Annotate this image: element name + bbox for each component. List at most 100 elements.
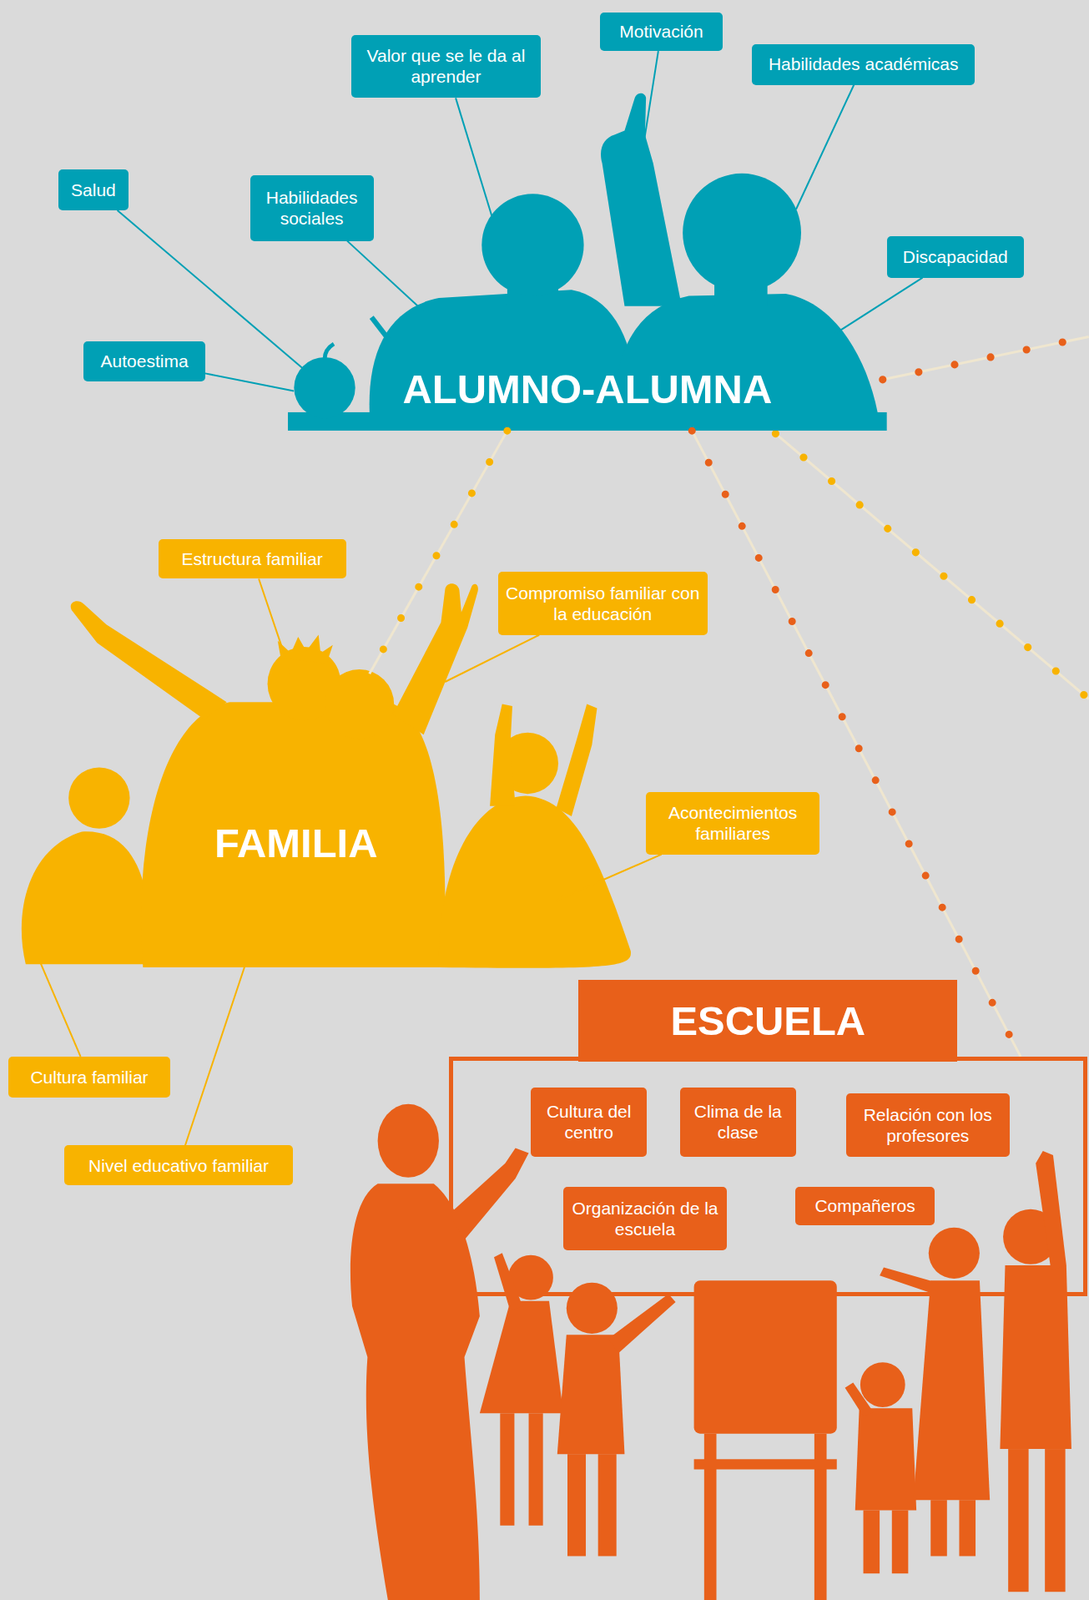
child-head [566,1282,618,1334]
factor-box: Organización de la escuela [563,1186,727,1251]
factor-box: Cultura familiar [8,1056,171,1098]
dotted-connector [369,430,508,674]
child-body [557,1334,626,1454]
raised-arm [600,93,682,307]
dotted-line-base [775,433,1089,700]
student-head [481,193,584,296]
teacher-body [350,1183,480,1600]
child-leg [892,1509,909,1573]
raised-arm [556,704,598,817]
school-frame: ESCUELACultura del centroClima de la cla… [448,1056,1087,1296]
factor-box: Acontecimientos familiares [645,791,820,855]
group-heading: ALUMNO-ALUMNA [402,365,772,413]
factor-box: Autoestima [83,341,206,383]
factor-label: Organización de la escuela [570,1197,720,1240]
child-dress [912,1280,990,1500]
dotted-connector [691,430,1021,1057]
student-head [682,173,802,293]
leader-line [834,277,923,334]
leader-line [185,965,246,1145]
child-body [855,1407,917,1510]
family-group: FAMILIA [152,812,439,874]
student-group: ALUMNO-ALUMNA [287,365,888,431]
leader-line-path [444,635,540,682]
school-silhouette [350,1104,1072,1600]
leader-line [258,578,291,674]
factor-label: Relación con los profesores [853,1104,1003,1146]
dotted-line [775,433,1089,700]
factor-box: Discapacidad [887,236,1024,278]
child-leg [567,1453,586,1556]
leader-line-path [643,50,659,148]
teacher-arm [448,1147,529,1240]
pencil [371,317,389,340]
easel-board [694,1280,837,1433]
easel-tray [694,1458,837,1469]
factor-box: Motivación [599,12,723,51]
raised-arm [489,704,516,807]
child-leg [1008,1448,1029,1592]
factor-box: Nivel educativo familiar [64,1144,293,1185]
leader-line-path [185,965,246,1145]
child-leg [863,1509,881,1573]
child-head [860,1361,906,1407]
group-heading: FAMILIA [214,812,379,874]
leader-line-path [455,97,492,217]
factor-box: Compañeros [795,1186,936,1225]
child-leg [1044,1448,1065,1592]
child-leg [499,1412,515,1525]
child-arm [608,1293,676,1353]
factor-box: Valor que se le da al aprender [351,35,541,99]
leader-line [556,854,662,901]
child-leg [958,1499,976,1556]
teacher-head [378,1104,439,1178]
factor-label: Autoestima [100,350,189,372]
factor-label: Salud [70,179,116,201]
factor-label: Nivel educativo familiar [88,1154,269,1176]
factor-label: Habilidades académicas [768,53,959,75]
adult-body [141,701,445,968]
leader-line-path [347,241,424,312]
child-body [21,831,152,964]
easel-leg [814,1433,827,1600]
leader-line-path [40,963,81,1057]
family-silhouette [21,583,631,968]
leader-line [444,635,540,682]
child-arm [879,1266,941,1294]
factor-label: Compañeros [814,1194,915,1216]
factor-box: Compromiso familiar con la educación [498,571,708,636]
factor-label: Clima de la clase [687,1100,789,1143]
factor-box: Estructura familiar [158,539,347,580]
dotted-line [882,336,1089,379]
students-silhouette [287,93,888,431]
leader-line [643,50,659,148]
leader-line-path [258,578,291,674]
leader-line [796,85,854,210]
factor-label: Cultura del centro [538,1100,640,1143]
child-dress [479,1300,564,1413]
factor-label: Discapacidad [902,246,1009,268]
factor-label: Acontecimientos familiares [653,801,812,844]
factor-label: Estructura familiar [181,548,323,570]
leader-line-path [556,854,662,901]
factor-label: Habilidades sociales [257,186,367,229]
leader-line [455,97,492,217]
apple [293,357,355,419]
group-heading: ESCUELA [578,979,958,1062]
dotted-connector-base [691,430,1021,1057]
factor-box: Habilidades sociales [250,175,374,241]
dotted-connector-dots [691,430,1021,1057]
factor-label: Compromiso familiar con la educación [505,582,701,625]
child-arm [845,1382,874,1417]
factor-label: Cultura familiar [30,1066,148,1088]
child-leg [930,1499,948,1556]
child-arm [494,1252,523,1311]
desk-bar [287,412,888,431]
child-arm [1035,1150,1067,1271]
apple-stem [324,343,334,359]
leader-line [40,963,81,1057]
child-head [928,1227,980,1279]
factor-label: Valor que se le da al aprender [358,45,534,87]
factor-box: Cultura del centro [530,1087,647,1157]
easel-leg [704,1433,717,1600]
